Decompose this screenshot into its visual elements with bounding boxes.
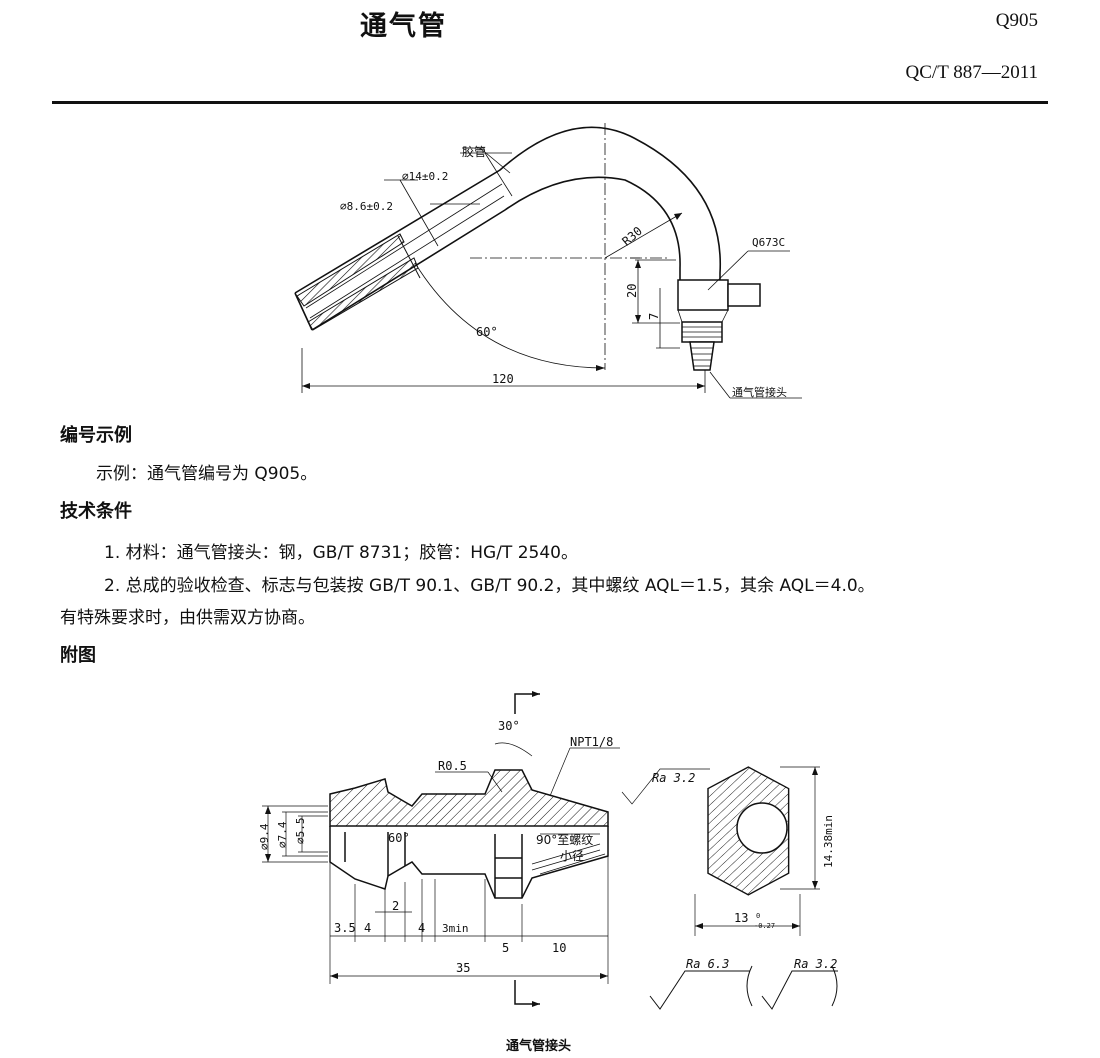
dim-4b-label: 4 — [418, 921, 425, 935]
section-title-numbering: 编号示例 — [60, 425, 132, 446]
header-rule — [52, 101, 1048, 104]
radius-label: R30 — [619, 224, 645, 249]
angle-90-label: 90°至螺纹 — [536, 833, 593, 847]
dim-3min-label: 3min — [442, 922, 469, 935]
part-code: Q905 — [995, 10, 1038, 31]
section-title-technical: 技术条件 — [60, 501, 132, 522]
section-title-figure: 附图 — [60, 645, 96, 666]
inner-diameter-label: ⌀8.6±0.2 — [340, 200, 393, 213]
roughness-32-label: Ra 3.2 — [794, 957, 837, 971]
npt-thread-label: NPT1/8 — [570, 735, 613, 749]
figure-caption: 通气管接头 — [506, 1038, 571, 1054]
hex-tolerance-upper: 0 — [756, 912, 760, 920]
outer-diameter-label: ⌀14±0.2 — [402, 170, 448, 183]
minor-diameter-label: 小径 — [560, 849, 584, 863]
page-title: 通气管 — [360, 11, 447, 42]
dim-7-label: 7 — [647, 313, 661, 320]
condition-2-line1: 2. 总成的验收检查、标志与包装按 GB/T 90.1、GB/T 90.2，其中… — [104, 576, 875, 596]
dim-10-label: 10 — [552, 941, 566, 955]
dim-35-label: 3.5 — [334, 921, 356, 935]
condition-1: 1. 材料：通气管接头：钢，GB/T 8731；胶管：HG/T 2540。 — [104, 543, 578, 563]
vent-tube-drawing: 胶管 ⌀14±0.2 ⌀8.6±0.2 R30 Q673C 20 7 60° 1… — [294, 123, 802, 399]
angle-30-label: 30° — [498, 719, 520, 733]
dim-4a-label: 4 — [364, 921, 371, 935]
dia-74-label: ⌀7.4 — [276, 821, 289, 848]
part-ref-label: Q673C — [752, 236, 785, 249]
hex-width-label: 13 — [734, 911, 748, 925]
roughness-63-label: Ra 6.3 — [686, 957, 729, 971]
dim-20-label: 20 — [625, 284, 639, 298]
length-label: 120 — [492, 372, 514, 386]
connector-detail-drawing: 30° R0.5 NPT1/8 Ra 3.2 ⌀9.4 ⌀7.4 ⌀5.5 60… — [258, 691, 838, 1054]
dim-total-label: 35 — [456, 961, 470, 975]
connector-label: 通气管接头 — [732, 385, 787, 399]
dim-2-label: 2 — [392, 899, 399, 913]
dim-5-label: 5 — [502, 941, 509, 955]
condition-2-line2: 有特殊要求时，由供需双方协商。 — [60, 608, 315, 628]
hex-tolerance-lower: -0.27 — [754, 922, 775, 930]
radius-r05-label: R0.5 — [438, 759, 467, 773]
dia-94-label: ⌀9.4 — [258, 823, 271, 850]
hose-label: 胶管 — [462, 144, 486, 159]
dia-55-label: ⌀5.5 — [294, 818, 307, 845]
angle-60-label: 60° — [388, 831, 410, 845]
numbering-example: 示例：通气管编号为 Q905。 — [96, 464, 318, 484]
standard-number: QC/T 887—2011 — [905, 62, 1038, 83]
angle-label: 60° — [476, 325, 498, 339]
roughness-top-label: Ra 3.2 — [652, 771, 695, 785]
hex-height-label: 14.38min — [822, 815, 835, 868]
